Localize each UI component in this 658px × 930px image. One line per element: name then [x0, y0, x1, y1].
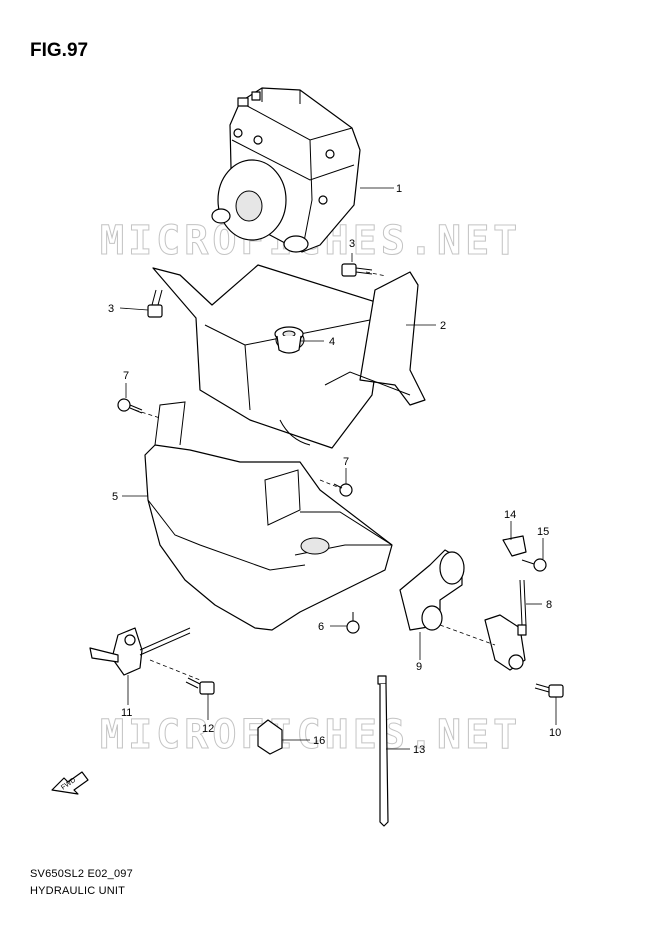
screw-part-7-top[interactable] — [117, 398, 143, 414]
cable-tie-part-13[interactable] — [377, 675, 389, 827]
watermark-bottom: MICROFICHES.NET — [99, 712, 522, 759]
callout-12: 12 — [202, 723, 214, 735]
callout-7-top: 7 — [123, 370, 129, 382]
bolt-part-3-left[interactable] — [147, 289, 163, 318]
callout-5: 5 — [112, 491, 118, 503]
callout-2: 2 — [440, 320, 446, 332]
clamp-part-14[interactable] — [502, 535, 527, 557]
callout-4: 4 — [329, 336, 335, 348]
callout-3-top: 3 — [349, 238, 355, 250]
fwd-arrow-icon: FWD — [51, 771, 89, 795]
callout-6: 6 — [318, 621, 324, 633]
callout-10: 10 — [549, 727, 561, 739]
callout-11: 11 — [121, 707, 132, 719]
sensor-part-11[interactable] — [89, 627, 191, 676]
bolt-part-6[interactable] — [346, 612, 360, 634]
cushion-part[interactable] — [274, 326, 304, 354]
bolt-part-10[interactable] — [534, 683, 564, 698]
callout-15: 15 — [537, 526, 549, 538]
figure-title: FIG.97 — [30, 40, 89, 61]
callout-1: 1 — [396, 183, 402, 195]
bolt-part-12[interactable] — [185, 677, 215, 695]
cover-part[interactable] — [144, 401, 393, 631]
callout-7-mid: 7 — [343, 456, 349, 468]
callout-16: 16 — [313, 735, 325, 747]
bracket-part[interactable] — [152, 264, 426, 449]
callout-8: 8 — [546, 599, 552, 611]
bolt-part-15[interactable] — [521, 558, 547, 572]
clamp-part-16[interactable] — [257, 719, 283, 755]
figure-name: HYDRAULIC UNIT — [30, 885, 126, 897]
screw-part-7-mid[interactable] — [333, 483, 353, 497]
callout-9: 9 — [416, 661, 422, 673]
figure-code: SV650SL2 E02_097 — [30, 868, 133, 880]
clamp-part-9[interactable] — [399, 549, 465, 631]
hydraulic-unit-part[interactable] — [211, 87, 361, 253]
sensor-part-8[interactable] — [484, 579, 527, 671]
callout-13: 13 — [413, 744, 425, 756]
callout-14: 14 — [504, 509, 516, 521]
callout-3-left: 3 — [108, 303, 114, 315]
bolt-part-3-top[interactable] — [341, 263, 373, 277]
